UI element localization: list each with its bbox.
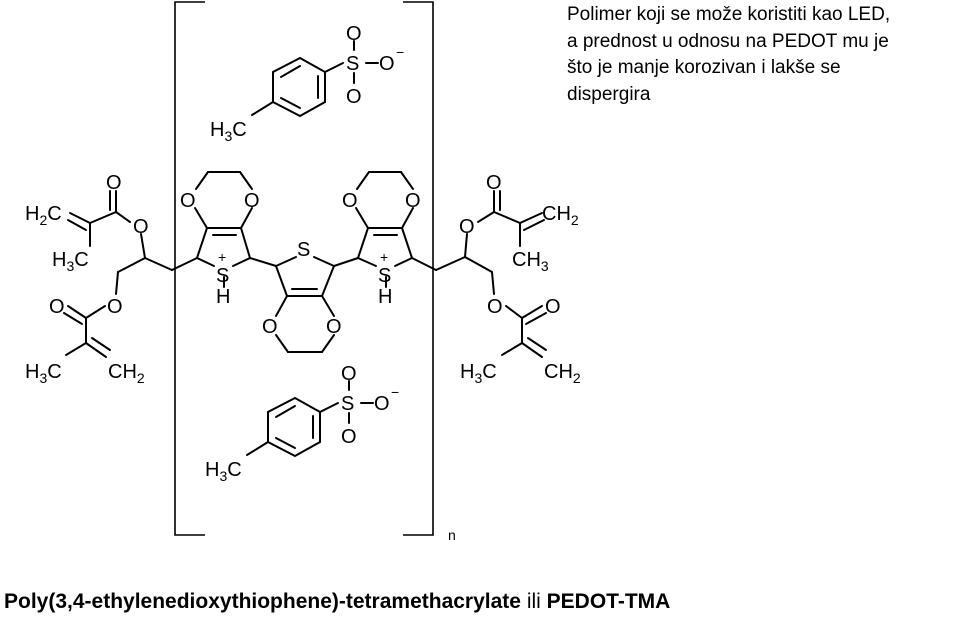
methyl-label: H3C	[210, 119, 247, 144]
oxygen-label: O	[106, 172, 122, 194]
methylene-label: H2C	[25, 203, 62, 228]
tosylate-anion-top: S O O O − H3C	[210, 23, 404, 144]
methylene-label: CH2	[108, 361, 145, 386]
hydrogen-label: H	[378, 286, 392, 308]
sulfur-label: S	[297, 239, 310, 261]
oxygen-label: O	[133, 216, 149, 238]
oxygen-label: O	[459, 216, 475, 238]
methyl-label: CH3	[512, 249, 549, 274]
oxygen-label: O	[326, 316, 342, 338]
description-line: što je manje korozivan i lakše se	[567, 57, 841, 78]
sulfur-label: S	[341, 393, 354, 415]
repeat-count-label: n	[448, 527, 456, 543]
edot-unit-left-cationic: O O S + H	[171, 171, 277, 308]
oxygen-label: O	[486, 172, 502, 194]
oxygen-label: O	[487, 296, 503, 318]
compound-name: Poly(3,4-ethylenedioxythiophene)-tetrame…	[4, 590, 521, 613]
sulfur-label: S	[346, 53, 359, 75]
oxygen-label: O	[346, 86, 362, 108]
oxygen-label: O	[341, 363, 357, 385]
right-bracket	[403, 1, 434, 536]
description-line: Polimer koji se može koristiti kao LED,	[567, 4, 891, 25]
edot-unit-right-cationic: O O S + H	[342, 171, 437, 308]
hydrogen-label: H	[216, 286, 230, 308]
methyl-label: H3C	[52, 249, 89, 274]
positive-charge: +	[380, 249, 388, 265]
methacrylate-arms-left: O O O O H2C H3C H3C CH2	[25, 172, 173, 386]
description-line: a prednost u odnosu na PEDOT mu je	[567, 30, 889, 52]
oxygen-label: O	[342, 190, 358, 212]
methyl-label: H3C	[460, 361, 497, 386]
oxygen-label: O	[405, 190, 421, 212]
oxygen-label: O	[262, 316, 278, 338]
oxygen-label: O	[379, 53, 395, 75]
methylene-label: CH2	[544, 361, 581, 386]
compound-abbreviation: PEDOT-TMA	[546, 590, 671, 613]
oxygen-label: O	[346, 23, 362, 45]
oxygen-label: O	[244, 190, 260, 212]
figure-caption: Poly(3,4-ethylenedioxythiophene)-tetrame…	[4, 589, 956, 615]
oxygen-label: O	[49, 296, 65, 318]
description-line: dispergira	[567, 83, 651, 105]
negative-charge: −	[391, 384, 399, 400]
edot-unit-center: S O O	[262, 239, 359, 353]
tosylate-anion-bottom: S O O O − H3C	[205, 363, 399, 484]
oxygen-label: O	[374, 393, 390, 415]
sulfur-label: S	[216, 265, 229, 287]
repeat-unit-brackets	[174, 1, 434, 536]
oxygen-label: O	[107, 296, 123, 318]
methylene-label: CH2	[542, 203, 579, 228]
oxygen-label: O	[180, 190, 196, 212]
oxygen-label: O	[545, 296, 561, 318]
caption-connector: ili	[526, 590, 541, 613]
left-bracket	[174, 1, 205, 536]
positive-charge: +	[218, 249, 226, 265]
methyl-label: H3C	[25, 361, 62, 386]
methacrylate-arms-right: O O O O CH2 CH3 H3C CH2	[435, 172, 581, 386]
oxygen-label: O	[341, 426, 357, 448]
negative-charge: −	[396, 44, 404, 60]
description-text: Polimer koji se može koristiti kao LED, a…	[567, 2, 959, 108]
sulfur-label: S	[378, 265, 391, 287]
methyl-label: H3C	[205, 459, 242, 484]
